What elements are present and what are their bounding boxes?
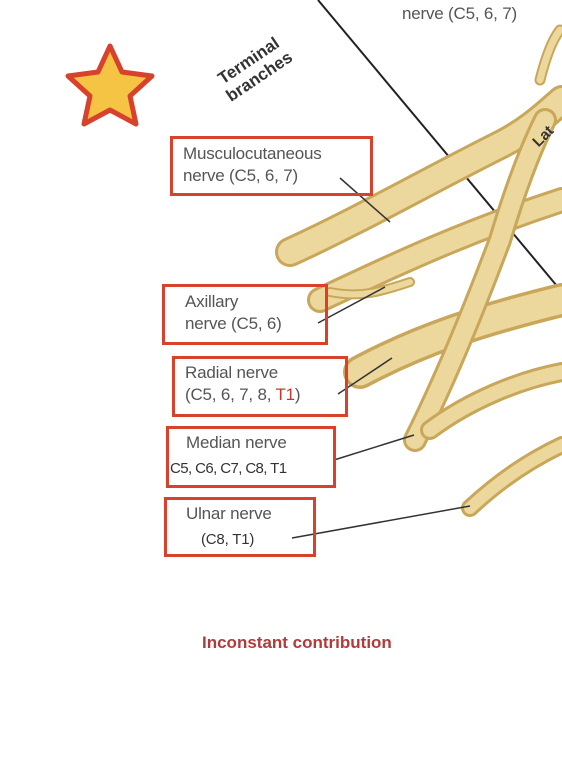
axillary-box [162,284,328,345]
leader-musculocutaneous [339,177,391,223]
axillary-label: Axillary nerve (C5, 6) [185,291,282,335]
inconstant-contribution-note: Inconstant contribution [202,633,392,652]
ulnar-label-line-1: Ulnar nerve [186,504,272,523]
ulnar-label-line-2: (C8, T1) [201,531,255,548]
radial-close-paren: ) [294,385,301,404]
radial-t1-highlight: T1 [275,385,295,404]
divider-line [317,0,562,293]
median-box [166,426,336,488]
ulnar-box [164,497,316,557]
musculocutaneous-line-2: nerve (C5, 6, 7) [183,166,298,185]
radial-box [172,356,348,417]
radial-label: Radial nerve (C5, 6, 7, 8, T1) [185,362,301,406]
median-label-line-1: Median nerve [186,433,287,452]
radial-levels: (C5, 6, 7, 8, [185,385,276,404]
musculocutaneous-line-1: Musculocutaneous [183,144,322,163]
axillary-line-1: Axillary [185,292,239,311]
musculocutaneous-label: Musculocutaneous nerve (C5, 6, 7) [183,143,322,187]
radial-line-2: (C5, 6, 7, 8, T1) [185,384,301,406]
median-label-line-2: C5, C6, C7, C8, T1 [170,460,287,477]
leader-ulnar [291,505,471,539]
musculocutaneous-box [170,136,373,196]
leader-median [333,434,415,461]
leader-axillary [317,286,386,324]
nerve-bundle [275,24,562,517]
radial-line-1: Radial nerve [185,363,279,382]
star-icon [65,43,155,127]
top-nerve-label: nerve (C5, 6, 7) [402,4,517,23]
axillary-line-2: nerve (C5, 6) [185,314,282,333]
